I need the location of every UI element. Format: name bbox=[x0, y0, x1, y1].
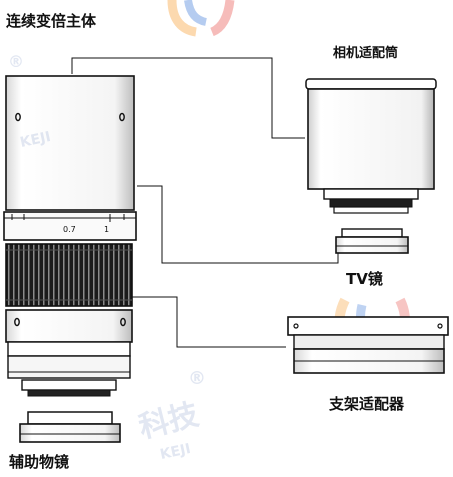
zoom-scale-ring bbox=[3, 211, 137, 241]
label-aux-objective: 辅助物镜 bbox=[9, 453, 70, 471]
label-stand-adapter: 支架适配器 bbox=[329, 395, 405, 413]
connector-to-tv-lens bbox=[137, 185, 339, 264]
connector-to-stand-adapter bbox=[132, 296, 286, 348]
screw-icon bbox=[120, 317, 126, 327]
camera-adapter-tube bbox=[305, 78, 437, 214]
watermark-logo-top bbox=[167, 0, 235, 37]
label-camera-adapter: 相机适配筒 bbox=[333, 46, 399, 61]
zoom-body-upper-barrel bbox=[5, 75, 135, 211]
zoom-body: 0.7 1 bbox=[3, 75, 137, 397]
aux-objective-lens bbox=[19, 411, 121, 443]
screw-icon bbox=[15, 112, 21, 122]
zoom-mark-low: 0.7 bbox=[63, 225, 76, 234]
zoom-scale-ticks bbox=[11, 214, 125, 222]
connector-lines bbox=[71, 57, 339, 348]
label-main-zoom-body: 连续变倍主体 bbox=[6, 12, 97, 30]
knurled-zoom-ring bbox=[5, 243, 133, 307]
screw-icon bbox=[119, 112, 125, 122]
screw-icon bbox=[293, 323, 299, 329]
zoom-body-lower-barrel bbox=[5, 309, 133, 343]
connector-to-camera-adapter bbox=[71, 57, 305, 139]
zoom-body-bottom-mount bbox=[21, 379, 117, 391]
screw-icon bbox=[14, 317, 20, 327]
tv-lens bbox=[335, 228, 409, 254]
zoom-mark-high: 1 bbox=[104, 225, 109, 234]
screw-icon bbox=[437, 323, 443, 329]
stand-adapter bbox=[287, 316, 449, 374]
label-tv-lens: TV镜 bbox=[346, 270, 383, 288]
